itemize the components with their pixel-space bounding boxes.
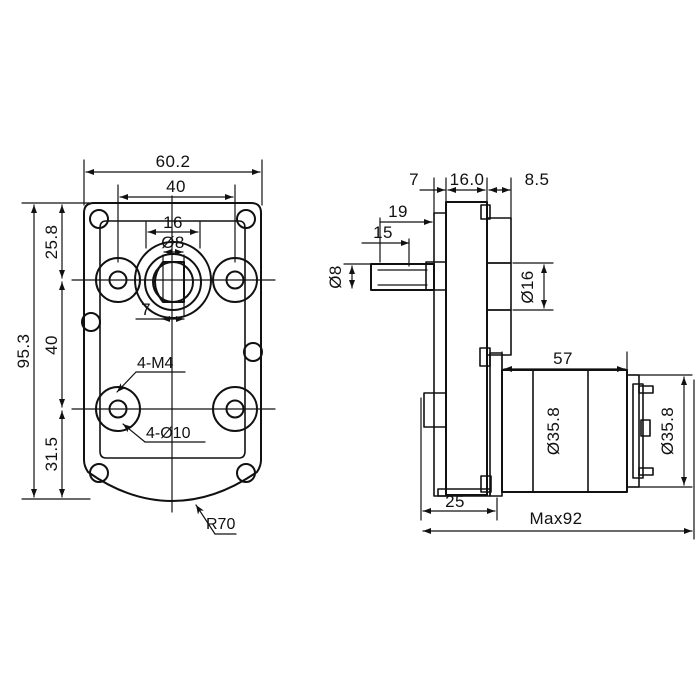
dim-overall-width: 60.2 (156, 152, 191, 171)
front-view-dimensions: 60.2 40 16 Ø8 7 95.3 25.8 40 31.5 (14, 152, 263, 535)
output-shaft (370, 263, 435, 291)
plate-inner-recess (99, 220, 246, 459)
corner-hole-top-left (89, 209, 109, 229)
dim-plate-offset: 25 (445, 492, 465, 511)
motor-terminal-bottom (638, 467, 654, 476)
dim-overall-height: 95.3 (14, 334, 33, 369)
gearbox-tab-lower-left (423, 392, 447, 428)
dim-gearbox-thickness: 16.0 (450, 170, 485, 189)
leader-r70-arrow (195, 504, 216, 535)
annotation-corner-radius: R70 (206, 516, 235, 533)
leader-d10-arrow (122, 423, 146, 443)
dim-hole-span-width: 40 (166, 177, 186, 196)
mid-hole-right (243, 342, 263, 362)
gearbox-bottom-lip (437, 488, 491, 497)
dim-hole-span-height: 40 (42, 335, 61, 355)
mounting-plate-outline (83, 202, 262, 502)
side-view-dimensions: 7 16.0 8.5 19 15 Ø8 Ø16 57 Ø35.8 (326, 170, 695, 540)
dim-shaft-length-full: 19 (388, 202, 408, 221)
corner-hole-bottom-left (89, 463, 109, 483)
dim-motor-diameter: Ø35.8 (544, 407, 563, 455)
dim-shaft-diameter-front: Ø8 (161, 233, 184, 252)
dim-bearing-boss-diameter: Ø16 (518, 270, 537, 303)
dim-boss-depth: 8.5 (525, 170, 550, 189)
annotation-tapped-holes: 4-M4 (137, 355, 174, 372)
dim-motor-length: 57 (553, 349, 573, 368)
annotation-bosses: 4-Ø10 (146, 425, 191, 442)
motor-terminal-top (638, 385, 654, 394)
dim-flat-depth: 7 (141, 300, 151, 319)
bearing-boss-lower (486, 309, 512, 356)
dim-top-to-upper-hole: 25.8 (42, 225, 61, 260)
gearbox-tab-upper-left (425, 261, 447, 291)
corner-hole-top-right (236, 209, 256, 229)
locating-pin-top (480, 204, 491, 220)
dim-shaft-length-flat: 15 (373, 223, 393, 242)
dim-overall-length: Max92 (529, 509, 582, 528)
motor-end-cap-inner (632, 383, 644, 479)
leader-m4-arrow (116, 371, 137, 393)
dim-shaft-shoulder: 7 (409, 170, 419, 189)
dim-hub-width: 16 (163, 213, 183, 232)
dim-shaft-diameter-side: Ø8 (326, 265, 345, 288)
mid-hole-left (81, 312, 101, 332)
motor-rear-nub (640, 419, 651, 437)
mounting-boss-lower-right (212, 386, 258, 432)
dim-motor-end-diameter: Ø35.8 (658, 407, 677, 455)
dim-lower-hole-to-bottom: 31.5 (42, 437, 61, 472)
corner-hole-bottom-right (236, 463, 256, 483)
locating-pin-bottom (480, 475, 492, 493)
